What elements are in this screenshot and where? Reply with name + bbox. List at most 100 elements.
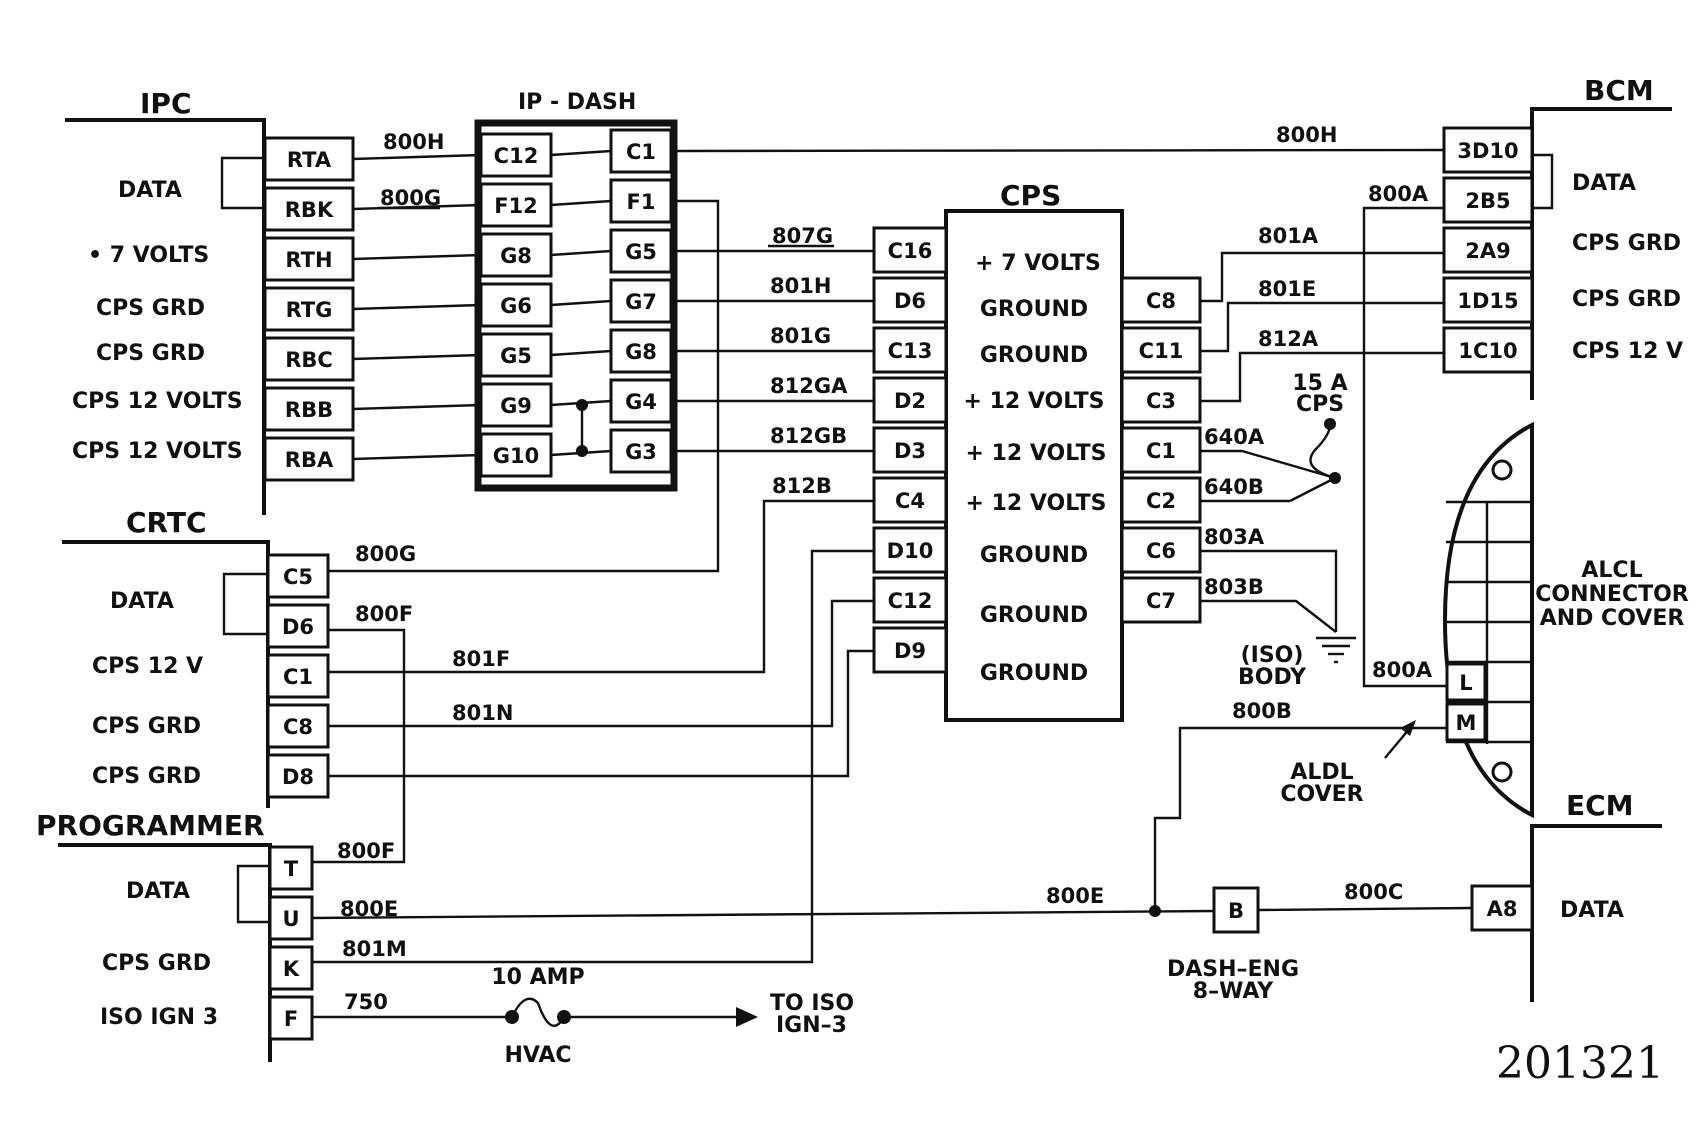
wire-label-800a-alcl: 800A	[1372, 658, 1433, 682]
ipc-label-cps-12v-2: CPS 12 VOLTS	[72, 439, 243, 464]
svg-text:+ 12 VOLTS: + 12 VOLTS	[964, 389, 1105, 414]
svg-text:C1: C1	[283, 665, 313, 689]
programmer-title: PROGRAMMER	[36, 809, 265, 842]
cps-fuse-15a: 15 A CPS	[1200, 371, 1348, 503]
ipc-pin-rbc: RBC	[263, 336, 355, 382]
cps-title: CPS	[1000, 179, 1061, 212]
dash-eng-pin-b: B	[1212, 886, 1260, 934]
bcm-label-cps-grd-2: CPS GRD	[1572, 287, 1681, 312]
svg-text:D3: D3	[894, 439, 926, 463]
ip-dash-title: IP - DASH	[518, 90, 636, 115]
svg-text:C7: C7	[1146, 589, 1176, 613]
svg-text:(ISO): (ISO)	[1241, 643, 1304, 668]
ipc-module: IPC DATA • 7 VOLTS CPS GRD CPS GRD CPS 1…	[65, 87, 355, 515]
svg-text:BODY: BODY	[1238, 665, 1307, 690]
dash-eng-label-1: DASH–ENG	[1167, 957, 1299, 982]
svg-text:2A9: 2A9	[1465, 239, 1510, 263]
svg-text:D8: D8	[282, 765, 314, 789]
svg-text:K: K	[283, 957, 300, 981]
svg-text:GROUND: GROUND	[980, 603, 1088, 628]
bcm-pin-2b5: 2B5	[1442, 176, 1534, 224]
crtc-module: CRTC DATA CPS 12 V CPS GRD CPS GRD C5 D6…	[62, 506, 330, 808]
ipc-title: IPC	[140, 87, 192, 120]
svg-text:C5: C5	[283, 565, 313, 589]
svg-text:D2: D2	[894, 389, 926, 413]
to-iso-label-2: IGN–3	[776, 1013, 847, 1038]
svg-text:GROUND: GROUND	[980, 661, 1088, 686]
svg-text:F12: F12	[494, 194, 538, 218]
programmer-label-cps-grd: CPS GRD	[102, 951, 211, 976]
ipc-pin-rtg: RTG	[263, 286, 355, 332]
svg-text:+ 12 VOLTS: + 12 VOLTS	[966, 441, 1107, 466]
svg-text:G8: G8	[625, 340, 657, 364]
ipc-label-data: DATA	[118, 178, 182, 203]
wire-label-801a: 801A	[1258, 224, 1319, 248]
wire-label-801h: 801H	[770, 274, 831, 298]
svg-text:F1: F1	[627, 190, 656, 214]
svg-text:C4: C4	[895, 489, 925, 513]
ecm-module: ECM A8 DATA	[1470, 789, 1662, 1002]
alcl-title-3: AND COVER	[1540, 606, 1685, 631]
svg-text:RTA: RTA	[287, 148, 332, 172]
bcm-pin-1c10: 1C10	[1442, 326, 1534, 374]
svg-text:G9: G9	[500, 394, 532, 418]
bcm-title: BCM	[1584, 74, 1654, 107]
wire-label-812gb: 812GB	[770, 424, 847, 448]
svg-text:+ 12 VOLTS: + 12 VOLTS	[966, 491, 1107, 516]
crtc-label-data: DATA	[110, 589, 174, 614]
wire-label-800g-ipc: 800G	[380, 186, 441, 210]
bcm-pin-2a9: 2A9	[1442, 226, 1534, 274]
crtc-pin-d6: D6	[266, 603, 330, 649]
alcl-pin-m: M	[1445, 702, 1487, 742]
crtc-pin-c1: C1	[266, 653, 330, 699]
svg-text:C16: C16	[888, 239, 933, 263]
wire-label-812a: 812A	[1258, 327, 1319, 351]
alcl-connector: L M ALCL CONNECTOR AND COVER ALDL COVER	[1280, 421, 1689, 819]
programmer-pin-f: F	[268, 995, 314, 1041]
programmer-pin-t: T	[268, 845, 314, 891]
svg-text:RBA: RBA	[285, 448, 334, 472]
svg-text:1C10: 1C10	[1458, 339, 1517, 363]
svg-text:A8: A8	[1487, 897, 1518, 921]
svg-text:D6: D6	[282, 615, 314, 639]
svg-text:C11: C11	[1139, 339, 1184, 363]
wire-label-812ga: 812GA	[770, 374, 848, 398]
crtc-pin-d8: D8	[266, 753, 330, 799]
ipc-pin-rba: RBA	[263, 436, 355, 482]
bcm-label-cps-12v: CPS 12 V	[1572, 339, 1683, 364]
svg-text:G10: G10	[493, 444, 539, 468]
svg-text:2B5: 2B5	[1465, 189, 1510, 213]
svg-text:G3: G3	[625, 440, 657, 464]
wire-label-801e: 801E	[1258, 277, 1316, 301]
crtc-label-cps-grd-1: CPS GRD	[92, 714, 201, 739]
bcm-module: BCM 3D10 2B5 2A9 1D15 1C10 DATA CPS GRD …	[1442, 74, 1683, 400]
svg-text:C12: C12	[888, 589, 933, 613]
wire-label-812b: 812B	[772, 474, 832, 498]
ecm-pin-a8: A8	[1470, 884, 1534, 932]
svg-text:10 AMP: 10 AMP	[491, 965, 584, 990]
alcl-title-2: CONNECTOR	[1535, 582, 1689, 607]
svg-text:D10: D10	[887, 539, 934, 563]
svg-text:D6: D6	[894, 289, 926, 313]
svg-text:C1: C1	[1146, 439, 1176, 463]
wire-label-801n: 801N	[452, 701, 513, 725]
wire-label-750: 750	[344, 990, 388, 1014]
wire-label-807g: 807G	[772, 224, 833, 248]
crtc-pin-c5: C5	[266, 553, 330, 599]
ipc-pin-rbk: RBK	[263, 186, 355, 232]
wire-label-803b: 803B	[1204, 575, 1264, 599]
alcl-title-1: ALCL	[1581, 558, 1642, 583]
ipc-pin-rth: RTH	[263, 236, 355, 282]
wire-label-800h-ipc: 800H	[383, 130, 444, 154]
svg-text:G4: G4	[625, 390, 657, 414]
wire-label-800h-bcm: 800H	[1276, 123, 1337, 147]
arrow-to-iso-icon	[736, 1007, 758, 1027]
svg-text:C2: C2	[1146, 489, 1176, 513]
svg-text:C8: C8	[1146, 289, 1176, 313]
alcl-pin-l: L	[1445, 662, 1487, 702]
svg-text:CPS: CPS	[1296, 392, 1344, 417]
ipc-label-cps-grd-2: CPS GRD	[96, 341, 205, 366]
crtc-pin-c8: C8	[266, 703, 330, 749]
ipc-label-cps-12v-1: CPS 12 VOLTS	[72, 389, 243, 414]
